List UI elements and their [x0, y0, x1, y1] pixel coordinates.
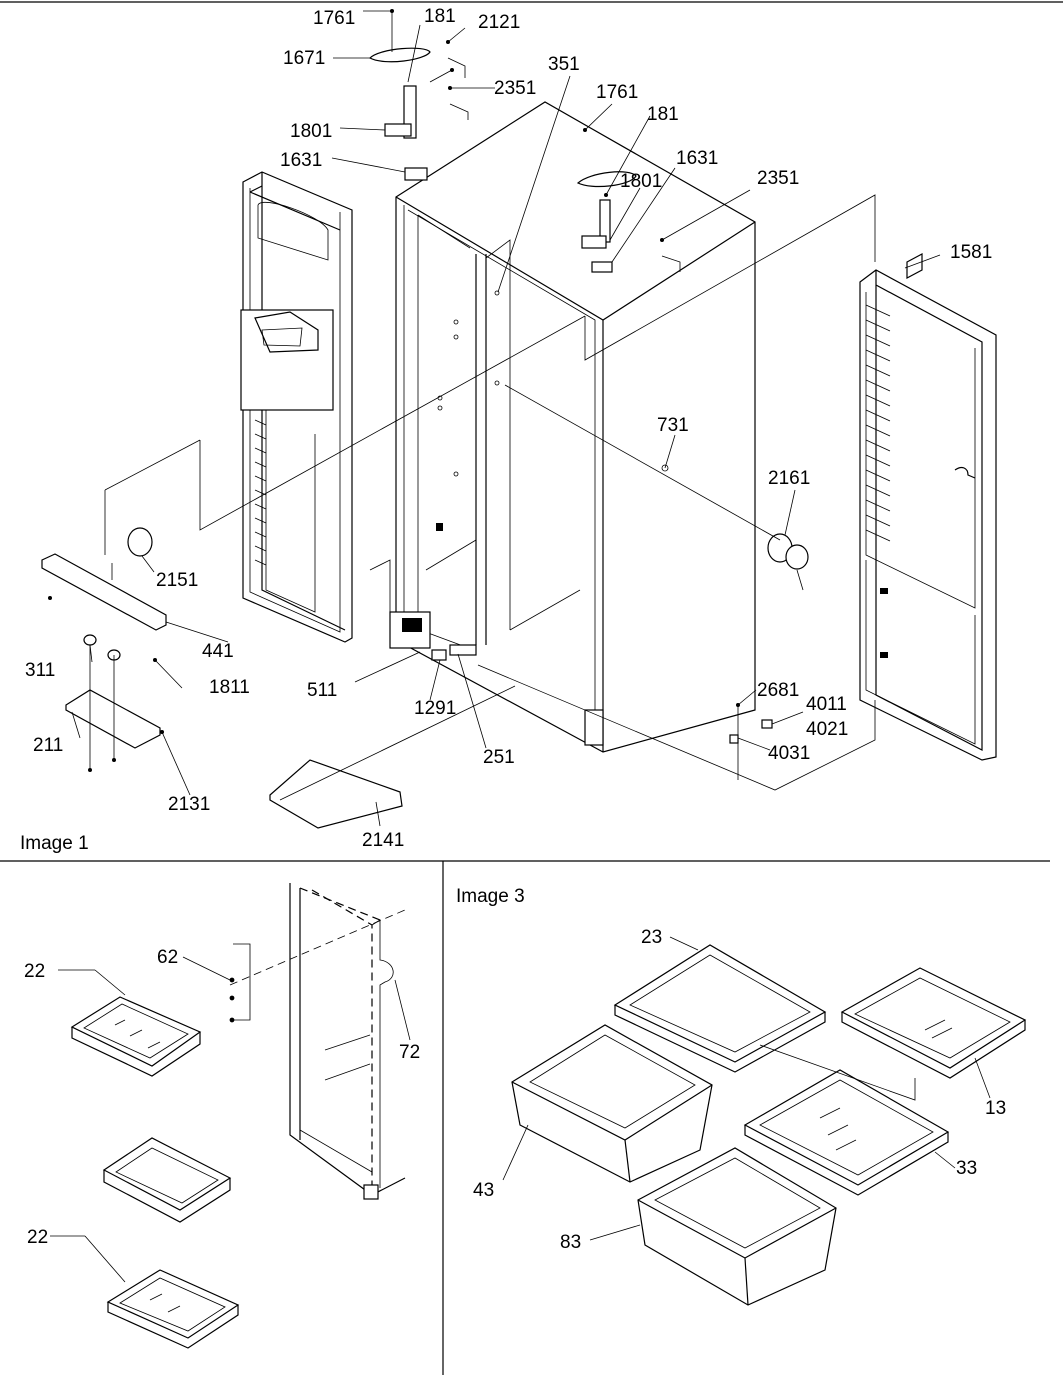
shelf-bottom [106, 1269, 240, 1349]
part-number-label: 22 [24, 961, 45, 982]
fresh-food-door [859, 269, 997, 761]
dispenser-housing [240, 309, 334, 411]
part-number-label: 72 [399, 1042, 420, 1063]
part-number-label: 2121 [478, 12, 520, 33]
part-number-label: 2351 [494, 78, 536, 99]
part-number-label: 2161 [768, 468, 810, 489]
hinges-and-covers [369, 47, 923, 279]
crisper-cover-33 [743, 1069, 950, 1196]
shelf-middle [102, 1137, 232, 1223]
part-number-label: 2131 [168, 794, 210, 815]
part-number-label: 2351 [757, 168, 799, 189]
image-2-drawing [50, 883, 411, 1349]
part-number-label: 311 [25, 660, 55, 681]
part-number-label: 211 [33, 735, 63, 756]
part-number-label: 13 [985, 1098, 1006, 1119]
part-number-label: 22 [27, 1227, 48, 1248]
part-number-label: 1631 [280, 150, 322, 171]
part-number-label: 43 [473, 1180, 494, 1201]
part-number-label: 2151 [156, 570, 198, 591]
part-number-label: 251 [483, 747, 515, 768]
part-number-label: 1801 [290, 121, 332, 142]
part-number-label: 4011 [806, 694, 847, 715]
part-number-label: 1761 [313, 8, 355, 29]
shelf-13 [840, 967, 1027, 1079]
image-2-leader-lines [50, 909, 411, 1283]
part-number-labels: 1761 181 2121 1671 2351 351 1761 181 1801 1631 163… [24, 6, 1006, 1253]
part-number-label: 511 [307, 680, 337, 701]
lower-left-parts [41, 527, 809, 829]
part-number-label: 2141 [362, 830, 404, 851]
crisper-drawer-83 [637, 1147, 837, 1306]
image-3-leader-lines [502, 936, 991, 1241]
part-number-label: 731 [657, 415, 689, 436]
image-3-drawing [502, 936, 1027, 1306]
image-1-drawing [41, 9, 997, 829]
liner-wall [289, 883, 406, 1200]
part-number-label: 4031 [768, 743, 810, 764]
part-number-label: 1671 [283, 48, 325, 69]
shelf-top [70, 996, 202, 1077]
fastener-dots [48, 9, 740, 772]
part-number-label: 351 [548, 54, 580, 75]
part-number-label: 62 [157, 947, 178, 968]
part-number-label: 1761 [596, 82, 638, 103]
refrigerator-cabinet [389, 101, 756, 753]
part-number-label: 1291 [414, 698, 456, 719]
image-1-leader-lines [71, 10, 941, 827]
part-number-label: 23 [641, 927, 662, 948]
part-number-label: 1801 [620, 171, 662, 192]
crisper-cover-23 [613, 944, 827, 1073]
panel-caption: Image 3 [456, 886, 525, 907]
part-number-label: 181 [424, 6, 456, 27]
part-number-label: 181 [647, 104, 679, 125]
part-number-label: 4021 [806, 719, 848, 740]
image-1-assembly-lines [89, 194, 876, 801]
part-number-label: 33 [956, 1158, 977, 1179]
part-number-label: 1581 [950, 242, 992, 263]
panel-caption: Image 1 [20, 833, 89, 854]
freezer-door [240, 171, 353, 643]
panel-captions: Image 1 Image 3 [20, 833, 525, 907]
part-number-label: 441 [202, 641, 234, 662]
part-number-label: 1631 [676, 148, 718, 169]
crisper-drawer-43 [511, 1024, 713, 1183]
part-number-label: 2681 [757, 680, 799, 701]
part-number-label: 1811 [209, 677, 250, 698]
part-number-label: 83 [560, 1232, 581, 1253]
